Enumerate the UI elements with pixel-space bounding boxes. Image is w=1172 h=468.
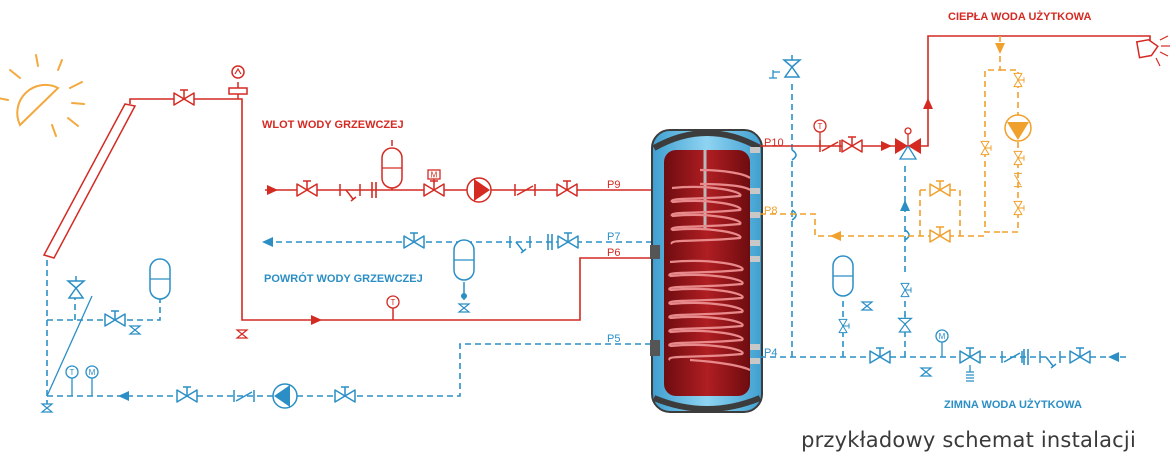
circulation-pump-icon (272, 383, 298, 409)
strainer-icon (509, 235, 531, 254)
valve-icon (841, 136, 863, 153)
shower-head-icon (1135, 35, 1170, 67)
union-icon (1023, 349, 1029, 365)
flow-arrow-icon (900, 200, 910, 211)
expansion-vessel-icon (453, 239, 475, 313)
port-label-p8: P8 (764, 205, 777, 217)
flow-arrow-icon (1108, 352, 1119, 362)
valve-icon (900, 282, 912, 298)
flow-arrow-icon (118, 391, 129, 401)
drain-valve-icon (920, 367, 932, 377)
valve-icon (403, 232, 425, 249)
flow-arrow-icon (881, 141, 892, 151)
flow-arrow-icon (267, 185, 278, 195)
manometer-icon: M (935, 329, 949, 357)
drain-valve-icon (129, 325, 141, 335)
air-vent-icon (228, 65, 248, 99)
svg-text:T: T (818, 122, 823, 131)
drain-valve-icon (861, 301, 873, 311)
safety-valve-icon (897, 313, 913, 333)
heating-inlet-label: WLOT WODY GRZEWCZEJ (262, 119, 404, 131)
valve-icon (929, 226, 951, 243)
port-label-p4: P4 (764, 347, 777, 359)
cold-water-pipe (760, 80, 1130, 358)
port-label-p7: P7 (607, 231, 620, 243)
valve-icon (556, 180, 578, 197)
motorized-valve-icon (423, 180, 445, 197)
lower-heating-coil (668, 259, 751, 372)
svg-text:T: T (70, 368, 75, 377)
thermometer-icon: T (386, 295, 400, 309)
diagram-caption: przykładowy schemat instalacji (801, 428, 1136, 452)
union-icon (547, 234, 553, 250)
valve-icon (869, 347, 891, 364)
port-label-p9: P9 (607, 179, 620, 191)
flow-arrow-icon (830, 231, 841, 241)
cold-water-label: ZIMNA WODA UŻYTKOWA (944, 398, 1082, 411)
flow-arrow-icon (262, 237, 273, 247)
flow-arrow-icon (923, 98, 933, 109)
heating-return-label: POWRÓT WODY GRZEWCZEJ (264, 272, 423, 285)
svg-text:M: M (89, 368, 96, 377)
manometer-icon: M (85, 365, 99, 396)
valve-icon (557, 232, 579, 249)
strainer-icon (1039, 350, 1061, 369)
sun-icon (0, 54, 85, 137)
hot-water-label: CIEPŁA WODA UŻYTKOWA (948, 10, 1091, 23)
valve-icon (1013, 200, 1025, 216)
pressure-reducer-icon (959, 347, 981, 382)
valve-icon (1013, 150, 1025, 166)
thermometer-icon: T (65, 365, 79, 396)
expansion-vessel-icon (149, 258, 171, 300)
expansion-vessel-icon (832, 255, 854, 297)
circulation-pump-icon (1004, 114, 1032, 142)
svg-text:M: M (431, 171, 438, 180)
valve-actuator-icon: M (427, 169, 441, 183)
upper-heating-coil (670, 168, 751, 246)
circulation-pipe (760, 36, 1019, 237)
svg-text:T: T (391, 298, 396, 307)
safety-valve-icon (783, 54, 801, 78)
union-icon (371, 182, 377, 198)
circulation-pump-icon (466, 177, 492, 203)
valve-icon (296, 180, 318, 197)
port-label-p6: P6 (607, 247, 620, 259)
svg-text:M: M (939, 332, 946, 341)
valve-icon (1013, 72, 1025, 88)
drain-valve-icon (236, 329, 248, 339)
valve-icon (176, 386, 198, 403)
valve-icon (980, 140, 992, 156)
flow-arrow-icon (995, 43, 1005, 54)
valve-icon (1069, 347, 1091, 364)
port-label-p5: P5 (607, 333, 620, 345)
expansion-vessel-icon (381, 140, 403, 190)
solar-collector-icon (42, 103, 137, 259)
mixing-valve-icon (895, 127, 921, 160)
valve-icon (838, 318, 850, 334)
drain-valve-icon (41, 403, 53, 413)
safety-valve-icon (67, 275, 85, 299)
storage-tank (650, 129, 763, 413)
strainer-icon (339, 183, 361, 202)
port-label-p10: P10 (764, 137, 784, 149)
valve-icon (929, 180, 951, 197)
valve-icon (334, 386, 356, 403)
solar-circuit (46, 98, 652, 412)
flow-arrow-icon (311, 315, 322, 325)
valve-icon (104, 310, 126, 327)
valve-icon (173, 89, 195, 106)
